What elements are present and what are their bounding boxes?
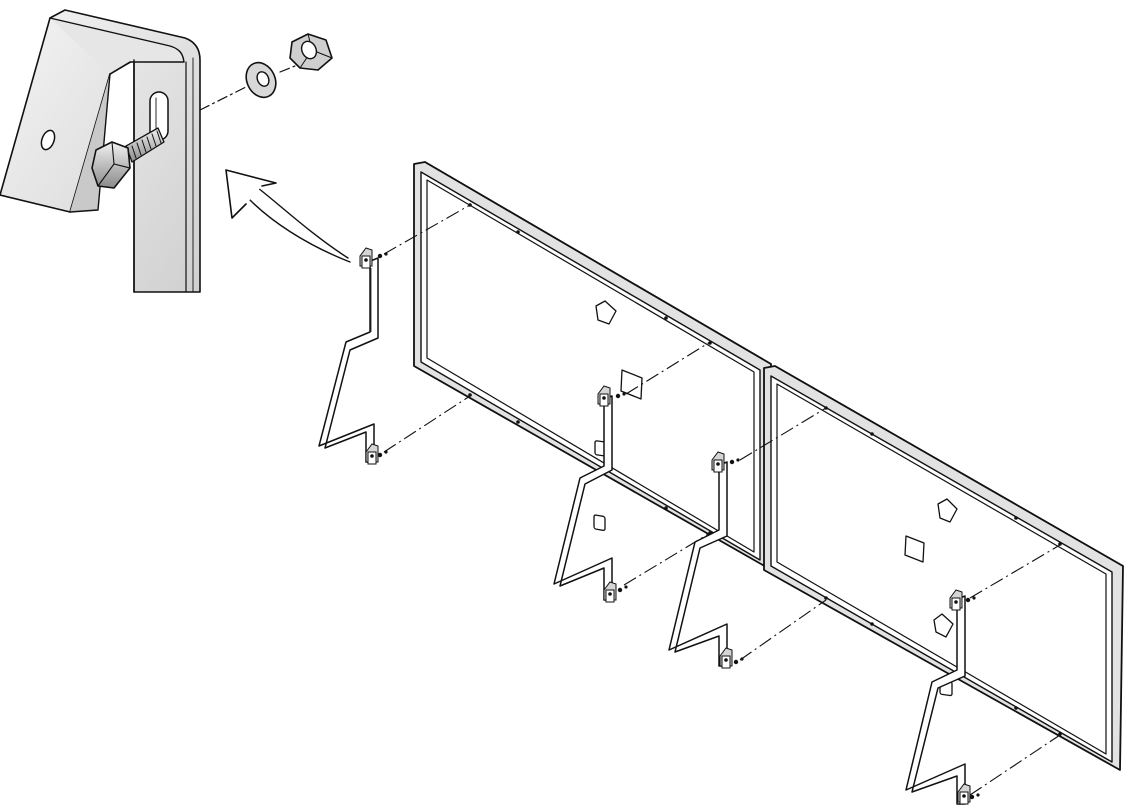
detail-arrow [225, 169, 351, 263]
fastener-dots [377, 252, 980, 800]
inset-bolt [91, 127, 165, 189]
solar-panel-2 [763, 365, 1124, 771]
inset-axis-line [199, 63, 301, 111]
panel-1-arrow-sticker [595, 300, 617, 325]
panel-2-arrow-sticker [937, 498, 958, 523]
inset-nut [289, 33, 333, 71]
panel-2-arrow-sticker-2 [933, 613, 954, 638]
inset-detail [0, 9, 351, 293]
panel-2-square-label [904, 535, 925, 563]
solar-panel-1 [413, 161, 772, 569]
panel-1-square-label [620, 369, 643, 400]
stand-1 [318, 257, 379, 463]
bracket-1 [359, 247, 373, 269]
panel-1-small-sticker [593, 514, 606, 532]
assembly-guide-lines [383, 204, 1061, 796]
inset-washer [245, 61, 277, 99]
